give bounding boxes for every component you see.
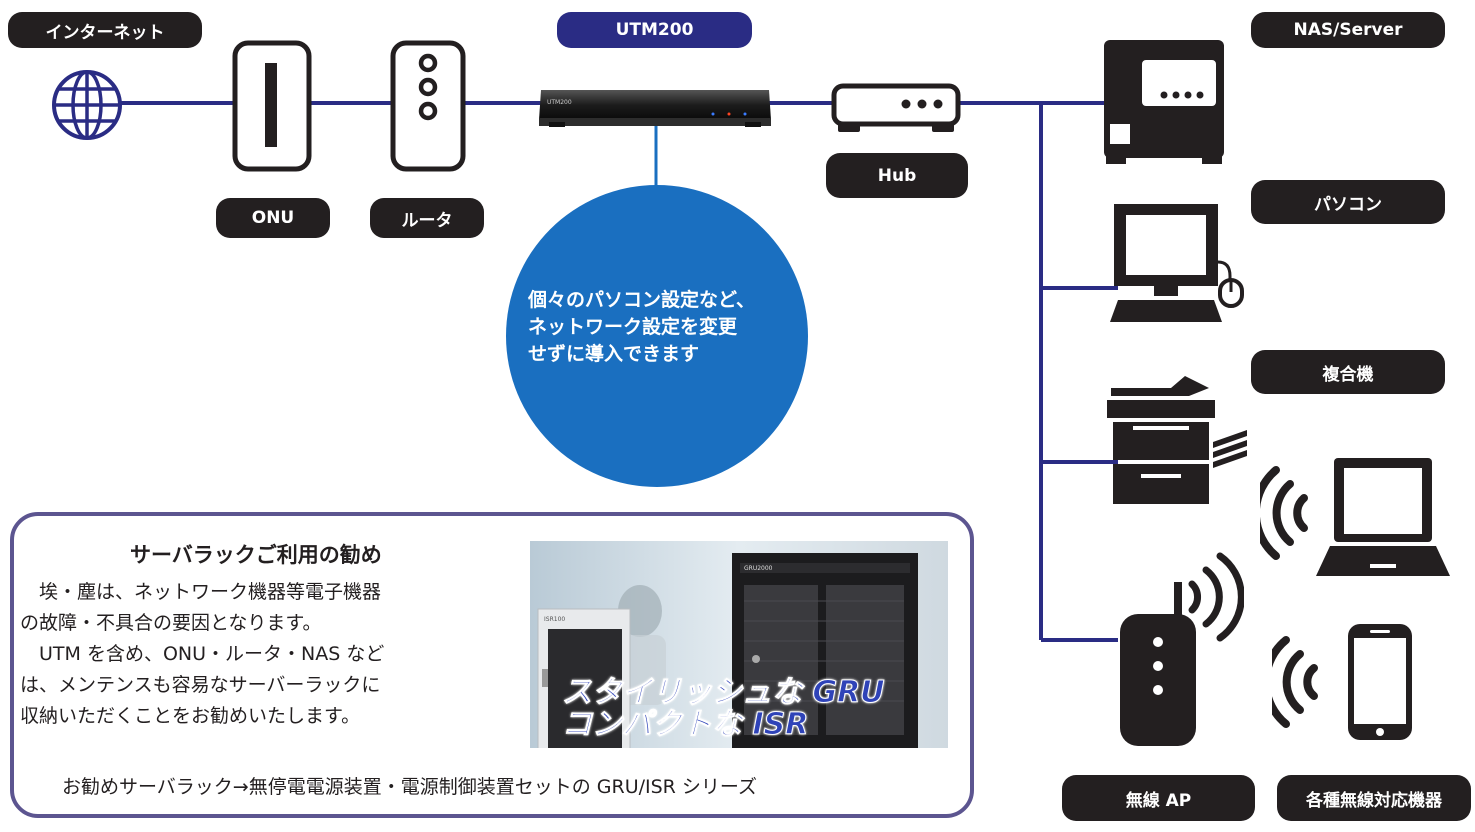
wireless-laptop-icon — [1260, 458, 1450, 576]
photo-tagline-gru: スタイリッシュな GRU — [562, 675, 886, 711]
mfp-label: 複合機 — [1251, 350, 1445, 394]
server-rack-photo: GRU2000 ISR100 スタイリッシュな GRU コンパクトな ISR — [530, 541, 948, 748]
info-bubble — [506, 185, 808, 487]
internet-label: インターネット — [8, 12, 202, 48]
onu-label: ONU — [216, 198, 330, 238]
recommend-text: お勧めサーバラック→無停電電源装置・電源制御装置セットの GRU/ISR シリー… — [62, 776, 757, 798]
router-icon — [390, 40, 466, 172]
wireless-smartphone-icon — [1272, 624, 1412, 740]
info-body: 埃・塵は、ネットワーク機器等電子機器 の故障・不具合の要因となります。 UTM … — [20, 577, 520, 732]
hub-icon — [831, 83, 961, 132]
bubble-line-1: 個々のパソコン設定など、 — [528, 289, 756, 311]
multifunction-printer-icon — [1107, 376, 1247, 504]
rack-small-label: ISR100 — [544, 616, 565, 623]
info-body-line-4: は、メンテンスも容易なサーバーラックに — [20, 674, 381, 696]
rack-photo-art: GRU2000 ISR100 — [530, 541, 948, 748]
info-body-line-2: の故障・不具合の要因となります。 — [20, 612, 322, 634]
wireless-ap-label: 無線 AP — [1062, 775, 1255, 821]
photo-tagline-isr: コンパクトな ISR — [561, 707, 809, 743]
rack-large-label: GRU2000 — [744, 565, 773, 572]
wireless-devices-label: 各種無線対応機器 — [1277, 775, 1471, 821]
wireless-ap-icon — [1120, 552, 1244, 746]
nas-label: NAS/Server — [1251, 12, 1445, 48]
info-body-line-3: UTM を含め、ONU・ルータ・NAS など — [20, 643, 385, 665]
pc-label: パソコン — [1251, 180, 1445, 224]
info-body-line-5: 収納いただくことをお勧めいたします。 — [20, 705, 361, 727]
hub-label: Hub — [826, 153, 968, 198]
globe-icon — [52, 70, 122, 140]
bubble-line-2: ネットワーク設定を変更 — [528, 316, 738, 338]
router-label: ルータ — [370, 198, 484, 238]
bubble-line-3: せずに導入できます — [528, 343, 700, 365]
nas-server-icon — [1104, 40, 1224, 164]
onu-icon — [232, 40, 312, 172]
utm-model-text: UTM200 — [547, 99, 572, 106]
utm-device-icon: UTM200 — [539, 90, 771, 127]
info-title: サーバラックご利用の勧め — [130, 543, 382, 567]
bubble-text: 個々のパソコン設定など、 ネットワーク設定を変更 せずに導入できます — [528, 287, 798, 368]
info-body-line-1: 埃・塵は、ネットワーク機器等電子機器 — [20, 581, 382, 603]
utm-label: UTM200 — [557, 12, 752, 48]
pc-icon — [1110, 204, 1244, 322]
